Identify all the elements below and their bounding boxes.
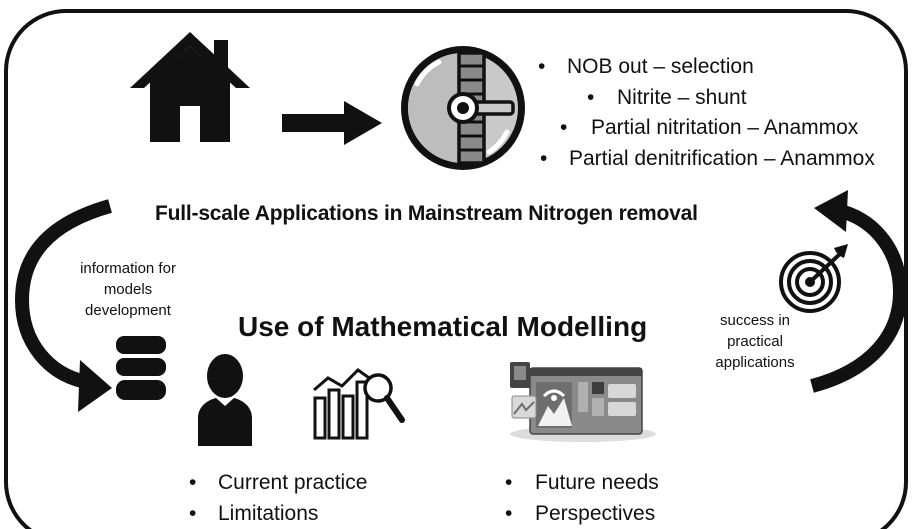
bullet-text: Partial denitrification – Anammox xyxy=(569,146,875,170)
bullet-dot: • xyxy=(587,85,595,109)
bullet-text: Nitrite – shunt xyxy=(617,85,747,109)
bullet-item: • Limitations xyxy=(189,499,367,529)
current-bullet-list: • Current practice • Limitations xyxy=(189,468,367,529)
label-line: models xyxy=(103,281,153,298)
bullet-item: • Future needs xyxy=(505,468,659,499)
bullet-text: Perspectives xyxy=(535,501,656,525)
label-line: success in xyxy=(719,312,791,329)
bullet-text: NOB out – selection xyxy=(567,55,754,78)
side-label-right: success in practical applications xyxy=(690,310,820,373)
side-label-left: information for models development xyxy=(52,258,204,321)
bullet-dot: • xyxy=(189,471,197,494)
label-line: information for xyxy=(80,260,176,277)
bullet-dot: • xyxy=(505,471,513,494)
bullet-dot: • xyxy=(540,146,548,170)
bullet-text: Future needs xyxy=(535,471,659,494)
reactor-tank-icon xyxy=(401,46,525,170)
rounded-frame xyxy=(4,9,908,529)
bullet-item: • Perspectives xyxy=(505,499,659,529)
bullet-item: • NOB out – selection xyxy=(538,52,918,83)
label-line: practical xyxy=(727,333,783,350)
label-line: development xyxy=(85,302,171,319)
bullet-dot: • xyxy=(189,501,197,525)
bullet-text: Partial nitritation – Anammox xyxy=(591,116,859,139)
dashboard-screen-icon xyxy=(510,362,656,442)
bullet-text: Current practice xyxy=(218,471,368,494)
bullet-item: • Partial nitritation – Anammox xyxy=(560,113,918,144)
bullet-dot: • xyxy=(560,116,568,139)
target-icon xyxy=(779,244,848,313)
database-icon xyxy=(116,336,166,400)
bullet-dot: • xyxy=(538,55,546,78)
chart-magnifier-icon xyxy=(313,368,405,440)
process-bullet-list: • NOB out – selection • Nitrite – shunt … xyxy=(0,52,918,174)
main-heading: Full-scale Applications in Mainstream Ni… xyxy=(155,202,698,225)
label-line: applications xyxy=(715,354,795,371)
future-bullet-list: • Future needs • Perspectives xyxy=(505,468,659,529)
bullet-text: Limitations xyxy=(218,501,319,525)
bullet-dot: • xyxy=(505,501,513,525)
house-icon xyxy=(130,32,250,142)
bullet-item: • Nitrite – shunt xyxy=(587,83,918,114)
center-heading: Use of Mathematical Modelling xyxy=(238,311,648,342)
bullet-item: • Current practice xyxy=(189,468,367,499)
bullet-item: • Partial denitrification – Anammox xyxy=(540,144,918,175)
person-icon xyxy=(198,354,252,446)
arrow-right-icon xyxy=(282,101,382,145)
